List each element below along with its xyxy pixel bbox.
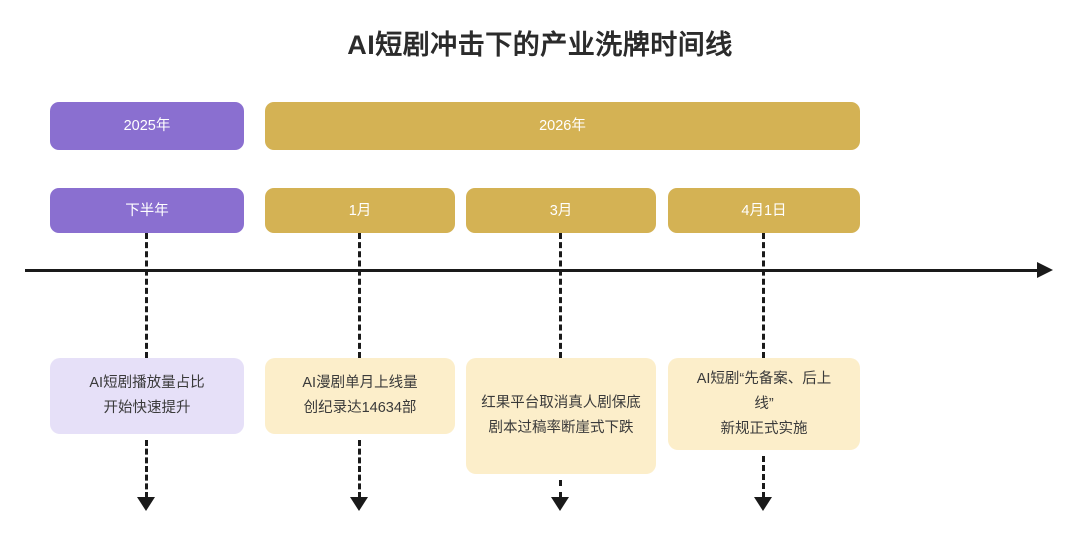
connector-dashed-line-1 bbox=[145, 233, 148, 358]
period-bar-second-half-label: 下半年 bbox=[125, 202, 169, 219]
connector-dashed-line-4 bbox=[762, 233, 765, 358]
connector-dashed-line-3 bbox=[559, 233, 562, 358]
year-bar-2026-label: 2026年 bbox=[539, 118, 586, 134]
connector-dashed-line-2 bbox=[358, 233, 361, 358]
event-card-1: AI短剧播放量占比 开始快速提升 bbox=[50, 358, 244, 434]
event-card-4-text: AI短剧“先备案、后上 线” 新规正式实施 bbox=[696, 370, 832, 437]
year-bar-2025-label: 2025年 bbox=[123, 118, 171, 134]
year-bar-2026: 2026年 bbox=[265, 102, 860, 150]
period-bar-second-half: 下半年 bbox=[50, 188, 244, 233]
event-card-2-text: AI漫剧单月上线量 创纪录达14634部 bbox=[302, 375, 418, 416]
outflow-arrowhead-4 bbox=[754, 497, 772, 511]
event-card-4: AI短剧“先备案、后上 线” 新规正式实施 bbox=[668, 358, 860, 450]
outflow-arrowhead-1 bbox=[137, 497, 155, 511]
period-bar-april-1-label: 4月1日 bbox=[741, 202, 787, 219]
outflow-arrowhead-2 bbox=[350, 497, 368, 511]
outflow-dashed-line-1 bbox=[145, 440, 148, 498]
timeline-axis bbox=[25, 269, 1041, 272]
timeline-axis-arrowhead bbox=[1037, 262, 1053, 278]
event-card-3: 红果平台取消真人剧保底 剧本过稿率断崖式下跌 bbox=[466, 358, 656, 474]
period-bar-january: 1月 bbox=[265, 188, 455, 233]
event-card-2: AI漫剧单月上线量 创纪录达14634部 bbox=[265, 358, 455, 434]
period-bar-april-1: 4月1日 bbox=[668, 188, 860, 233]
outflow-dashed-line-3 bbox=[559, 480, 562, 498]
outflow-arrowhead-3 bbox=[551, 497, 569, 511]
event-card-1-text: AI短剧播放量占比 开始快速提升 bbox=[89, 375, 205, 416]
event-card-3-text: 红果平台取消真人剧保底 剧本过稿率断崖式下跌 bbox=[481, 395, 641, 436]
period-bar-march-label: 3月 bbox=[549, 202, 573, 219]
outflow-dashed-line-2 bbox=[358, 440, 361, 498]
period-bar-january-label: 1月 bbox=[348, 202, 372, 219]
period-bar-march: 3月 bbox=[466, 188, 656, 233]
outflow-dashed-line-4 bbox=[762, 456, 765, 498]
year-bar-2025: 2025年 bbox=[50, 102, 244, 150]
page-title: AI短剧冲击下的产业洗牌时间线 bbox=[347, 30, 733, 60]
